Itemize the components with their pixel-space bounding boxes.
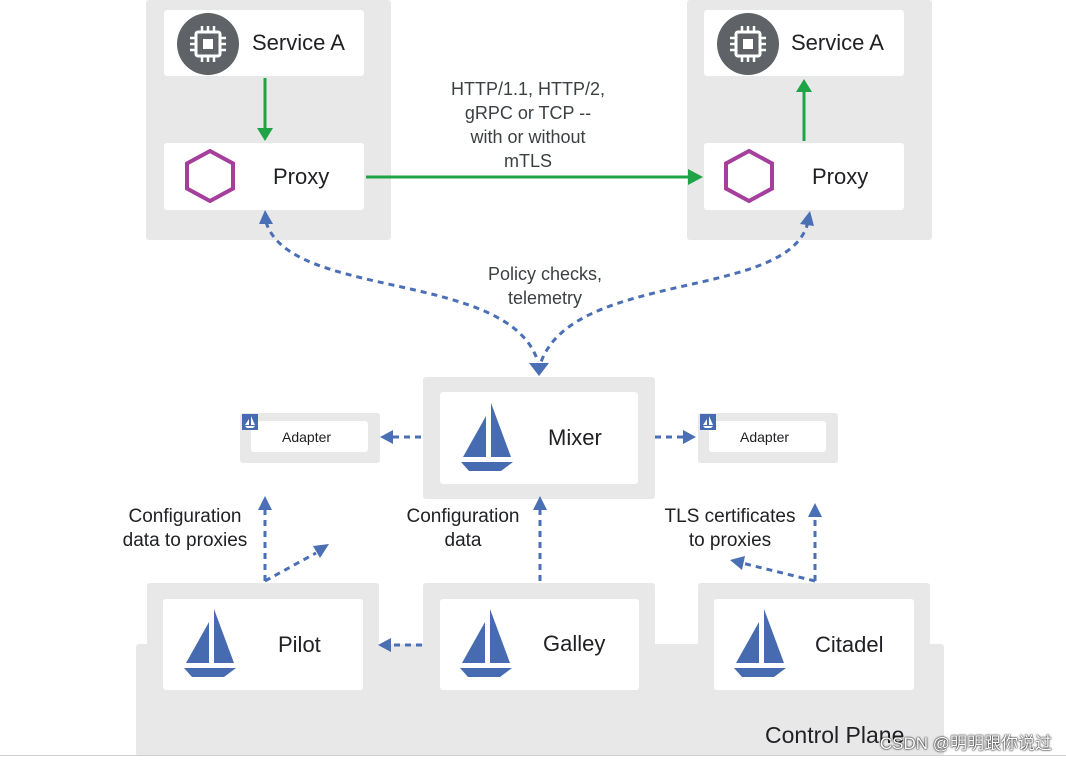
mixer-label: Mixer (548, 425, 602, 450)
policy-path-right (539, 221, 810, 363)
citadel-label: Citadel (815, 632, 884, 657)
arrowhead (730, 556, 745, 570)
sailboat-icon (184, 609, 236, 677)
service-a-right-label: Service A (791, 30, 884, 55)
adapter-right-card[interactable]: Adapter (709, 421, 826, 452)
config-data-note: Configuration data (406, 506, 520, 551)
service-to-proxy-arrow-left (257, 78, 273, 141)
service-a-left-label: Service A (252, 30, 345, 55)
watermark: CSDN @明明跟你说过 (879, 734, 1052, 753)
citadel-card[interactable]: Citadel (714, 599, 914, 690)
policy-note: Policy checks, telemetry (487, 264, 603, 308)
arrowhead (259, 210, 273, 224)
pilot-diagonal-path (264, 551, 317, 583)
sailboat-icon (460, 609, 512, 677)
arrowhead (313, 544, 329, 558)
adapter-left-card[interactable]: Adapter (251, 421, 368, 452)
galley-card[interactable]: Galley (440, 599, 639, 690)
service-a-right-card[interactable]: Service A (704, 10, 904, 76)
tls-note: TLS certificates to proxies (664, 506, 796, 551)
galley-label: Galley (543, 631, 606, 656)
hexagon-icon (724, 148, 774, 204)
proxy-to-service-arrow-right (796, 79, 812, 141)
pilot-label: Pilot (278, 632, 321, 657)
adapter-right-label: Adapter (740, 429, 790, 445)
arrowhead (808, 503, 822, 517)
chip-icon (177, 13, 239, 75)
arrowhead (380, 430, 393, 444)
arrowhead (683, 430, 696, 444)
arrowhead (800, 211, 814, 226)
adapter-left-label: Adapter (282, 429, 332, 445)
control-plane-label: Control Plane (765, 722, 905, 748)
service-a-left-card[interactable]: Service A (164, 10, 364, 76)
arrowhead (378, 638, 391, 652)
footer-divider (0, 755, 1066, 756)
protocol-note: HTTP/1.1, HTTP/2, gRPC or TCP -- with or… (450, 79, 606, 171)
chip-icon (717, 13, 779, 75)
hexagon-icon (185, 148, 235, 204)
arrowhead (529, 363, 549, 376)
policy-path-left (264, 221, 540, 363)
arrowhead (258, 496, 272, 510)
sailboat-icon (700, 414, 716, 430)
proxy-to-proxy-arrow (366, 169, 703, 185)
arrowhead (533, 496, 547, 510)
pilot-card[interactable]: Pilot (163, 599, 363, 690)
sailboat-icon (461, 403, 513, 471)
proxy-right-label: Proxy (812, 164, 869, 189)
mixer-card[interactable]: Mixer (440, 392, 638, 484)
sailboat-icon (242, 414, 258, 430)
sailboat-icon (734, 609, 786, 677)
proxy-right-card[interactable]: Proxy (704, 143, 904, 210)
proxy-left-card[interactable]: Proxy (164, 143, 364, 210)
config-proxies-note: Configuration data to proxies (122, 506, 248, 551)
citadel-diagonal-path (741, 561, 816, 583)
proxy-left-label: Proxy (273, 164, 330, 189)
